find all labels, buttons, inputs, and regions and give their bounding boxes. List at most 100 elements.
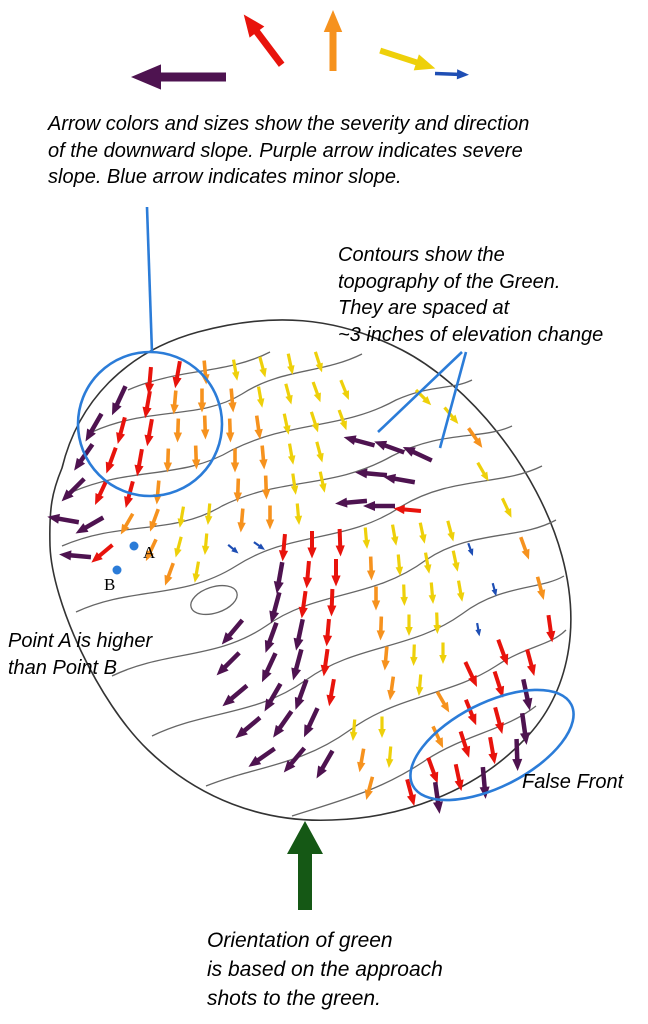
slope-arrow <box>172 360 182 389</box>
slope-arrow <box>192 561 201 583</box>
slope-arrow <box>453 763 464 792</box>
slope-arrow <box>216 651 241 676</box>
slope-arrow <box>225 418 235 443</box>
slope-arrow <box>456 580 465 602</box>
slope-arrow <box>355 468 388 479</box>
slope-arrow <box>273 561 285 594</box>
slope-arrow <box>493 706 504 734</box>
slope-arrow <box>426 756 439 784</box>
slope-arrow <box>287 443 296 465</box>
slope-arrow <box>521 678 533 711</box>
slope-arrow <box>61 477 86 502</box>
slope-arrow <box>75 515 105 534</box>
slope-arrow <box>284 383 293 405</box>
slope-arrow <box>335 528 345 557</box>
slope-arrow <box>366 556 376 581</box>
contour-loop <box>190 584 238 616</box>
slope-arrow <box>390 524 399 546</box>
slope-arrow <box>500 497 512 518</box>
point-a-dot <box>129 541 139 551</box>
contour-line <box>111 519 557 677</box>
slope-arrow <box>339 379 350 401</box>
legend-red-arrow <box>243 14 285 67</box>
false-front-ellipse <box>409 688 575 802</box>
slope-arrow <box>91 543 114 563</box>
slope-arrow <box>47 513 80 525</box>
slope-arrow <box>237 508 246 533</box>
slope-arrow <box>261 652 278 683</box>
annotation-line-contours-2 <box>438 351 468 449</box>
slope-arrow <box>265 505 275 530</box>
approach-direction-arrow <box>287 821 323 910</box>
slope-arrow <box>124 480 135 508</box>
slope-arrow <box>120 512 135 535</box>
slope-arrow <box>525 648 536 676</box>
slope-arrow <box>282 413 291 435</box>
slope-arrow <box>376 616 386 641</box>
slope-arrow <box>463 661 477 687</box>
slope-arrow <box>258 356 267 378</box>
annotation-line-legend <box>145 206 154 354</box>
point-comparison-note: Point A is higher than Point B <box>8 630 153 679</box>
slope-arrow <box>278 533 289 562</box>
slope-arrow <box>322 618 333 647</box>
slope-arrow <box>294 503 303 525</box>
slope-arrow <box>228 388 237 413</box>
slope-arrow <box>149 508 160 532</box>
slope-arrow <box>327 588 337 617</box>
slope-arrow <box>307 531 317 559</box>
legend-yellow-arrow <box>379 47 436 71</box>
slope-arrow <box>316 749 335 779</box>
slope-arrow <box>464 699 477 726</box>
slope-arrow <box>326 678 336 707</box>
slope-arrow <box>362 527 371 549</box>
slope-arrow <box>303 707 320 738</box>
slope-arrow <box>496 638 509 666</box>
annotation-line-contours-1 <box>377 351 463 433</box>
slope-arrow <box>383 473 416 485</box>
slope-arrow <box>233 478 243 503</box>
slope-arrow <box>230 448 240 473</box>
slope-arrow <box>227 543 239 554</box>
slope-arrow <box>111 385 128 416</box>
slope-arrow <box>418 522 427 544</box>
contour-line <box>61 425 513 547</box>
slope-arrow <box>116 416 127 444</box>
contour-line <box>151 575 565 737</box>
slope-arrow <box>163 448 173 473</box>
slope-arrow <box>221 618 245 645</box>
slope-arrow <box>364 776 375 801</box>
slope-arrow <box>318 471 327 493</box>
slope-arrow <box>458 730 471 758</box>
slope-arrow <box>475 622 482 637</box>
slope-arrow <box>298 590 308 619</box>
slope-arrow <box>74 443 95 471</box>
orientation-note: Orientation of green is based on the app… <box>207 929 443 1010</box>
slope-arrow <box>371 586 381 611</box>
green-outline <box>49 319 572 822</box>
contour-line <box>291 705 537 817</box>
slope-arrow <box>134 448 144 477</box>
slope-arrow <box>385 746 394 768</box>
slope-arrow <box>95 479 109 505</box>
legend-orange-arrow <box>323 10 343 71</box>
legend-minor-blue-arrow <box>434 69 469 80</box>
slope-arrow <box>177 506 186 528</box>
slope-arrow <box>320 648 330 677</box>
slope-arrow <box>253 541 265 550</box>
slope-arrow <box>433 612 441 634</box>
slope-arrow <box>546 614 556 643</box>
slope-arrow <box>428 582 437 604</box>
slope-arrow <box>315 441 324 463</box>
slope-arrow <box>415 674 424 696</box>
slope-arrow <box>357 748 366 773</box>
slope-arrow <box>85 412 104 442</box>
legend-arrows <box>131 10 469 90</box>
slope-arrow <box>261 475 271 500</box>
highlight-circle <box>76 350 224 498</box>
slope-arrow <box>519 536 530 560</box>
slope-arrow <box>467 542 474 556</box>
slope-arrow <box>311 381 321 403</box>
legend-severe-purple-arrow <box>131 64 226 90</box>
